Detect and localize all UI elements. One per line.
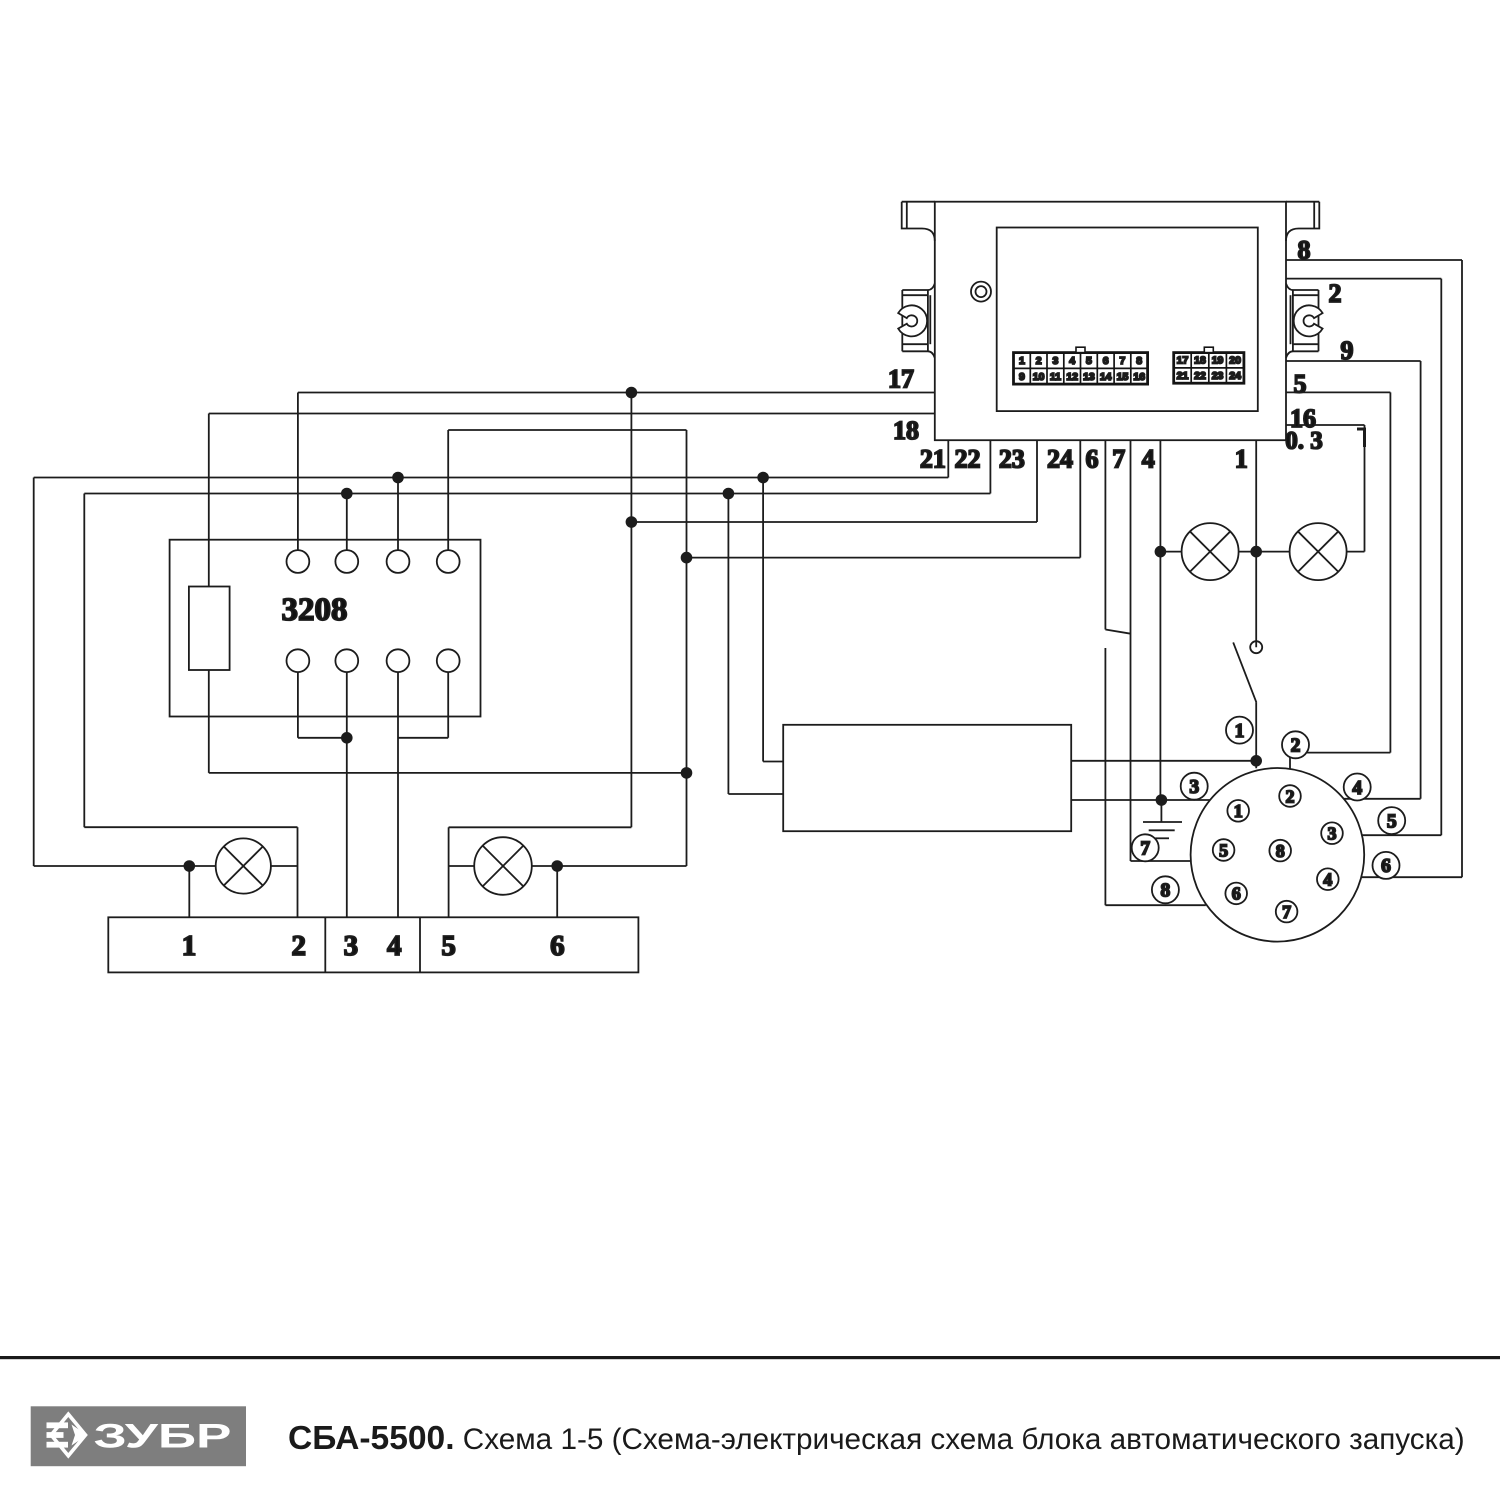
svg-text:3: 3 — [344, 930, 359, 962]
svg-text:20: 20 — [1229, 355, 1241, 367]
svg-text:1: 1 — [1234, 801, 1243, 821]
svg-text:7: 7 — [1282, 902, 1291, 922]
svg-text:6: 6 — [550, 930, 565, 962]
svg-text:3208: 3208 — [282, 592, 348, 628]
svg-text:24: 24 — [1047, 445, 1073, 474]
svg-text:3: 3 — [1189, 777, 1199, 798]
svg-text:4: 4 — [1142, 445, 1155, 474]
svg-text:2: 2 — [1291, 736, 1301, 757]
svg-text:12: 12 — [1066, 371, 1078, 383]
svg-text:6: 6 — [1232, 884, 1241, 904]
svg-text:9: 9 — [1341, 336, 1354, 365]
svg-text:2: 2 — [1036, 355, 1042, 367]
svg-text:16: 16 — [1290, 404, 1316, 433]
svg-text:7: 7 — [1112, 445, 1125, 474]
svg-text:9: 9 — [1019, 371, 1025, 383]
svg-text:23: 23 — [999, 445, 1025, 474]
svg-text:24: 24 — [1229, 370, 1241, 382]
svg-text:11: 11 — [1050, 371, 1061, 383]
svg-text:2: 2 — [1329, 279, 1342, 308]
svg-text:17: 17 — [1177, 355, 1189, 367]
svg-text:4: 4 — [1352, 778, 1362, 799]
svg-text:4: 4 — [387, 930, 402, 962]
svg-text:18: 18 — [893, 416, 919, 445]
svg-text:3: 3 — [1052, 355, 1058, 367]
svg-text:13: 13 — [1083, 371, 1095, 383]
svg-text:ЗУБР: ЗУБР — [94, 1418, 232, 1456]
svg-text:4: 4 — [1069, 355, 1075, 367]
svg-text:6: 6 — [1381, 856, 1391, 877]
svg-text:8: 8 — [1276, 841, 1285, 861]
svg-text:2: 2 — [1286, 786, 1295, 806]
svg-text:15: 15 — [1117, 371, 1129, 383]
svg-text:6: 6 — [1103, 355, 1109, 367]
svg-text:1: 1 — [1019, 355, 1025, 367]
svg-text:18: 18 — [1194, 355, 1206, 367]
svg-text:7: 7 — [1120, 355, 1126, 367]
svg-text:21: 21 — [920, 445, 946, 474]
svg-text:6: 6 — [1086, 445, 1099, 474]
svg-text:4: 4 — [1323, 870, 1332, 890]
svg-text:3: 3 — [1328, 824, 1337, 844]
svg-text:1: 1 — [1235, 721, 1245, 742]
svg-text:5: 5 — [1219, 840, 1228, 860]
svg-text:СБА-5500. Схема 1-5 (Схема-эле: СБА-5500. Схема 1-5 (Схема-электрическая… — [288, 1420, 1465, 1457]
svg-text:8: 8 — [1161, 881, 1171, 902]
svg-text:7: 7 — [1140, 839, 1150, 860]
svg-text:1: 1 — [182, 930, 197, 962]
svg-text:10: 10 — [1033, 371, 1045, 383]
svg-text:21: 21 — [1177, 370, 1189, 382]
svg-text:5: 5 — [1294, 370, 1307, 399]
svg-text:2: 2 — [291, 930, 306, 962]
svg-text:22: 22 — [1194, 370, 1206, 382]
svg-text:22: 22 — [955, 445, 981, 474]
svg-text:17: 17 — [888, 365, 914, 394]
svg-text:8: 8 — [1298, 236, 1311, 265]
svg-text:0. 3: 0. 3 — [1285, 428, 1323, 455]
svg-text:1: 1 — [1235, 445, 1248, 474]
svg-text:5: 5 — [441, 930, 456, 962]
svg-text:14: 14 — [1100, 371, 1112, 383]
svg-text:23: 23 — [1212, 370, 1224, 382]
svg-text:16: 16 — [1133, 371, 1145, 383]
svg-text:8: 8 — [1136, 355, 1142, 367]
svg-text:5: 5 — [1086, 355, 1092, 367]
svg-text:19: 19 — [1212, 355, 1224, 367]
svg-text:5: 5 — [1387, 811, 1397, 832]
